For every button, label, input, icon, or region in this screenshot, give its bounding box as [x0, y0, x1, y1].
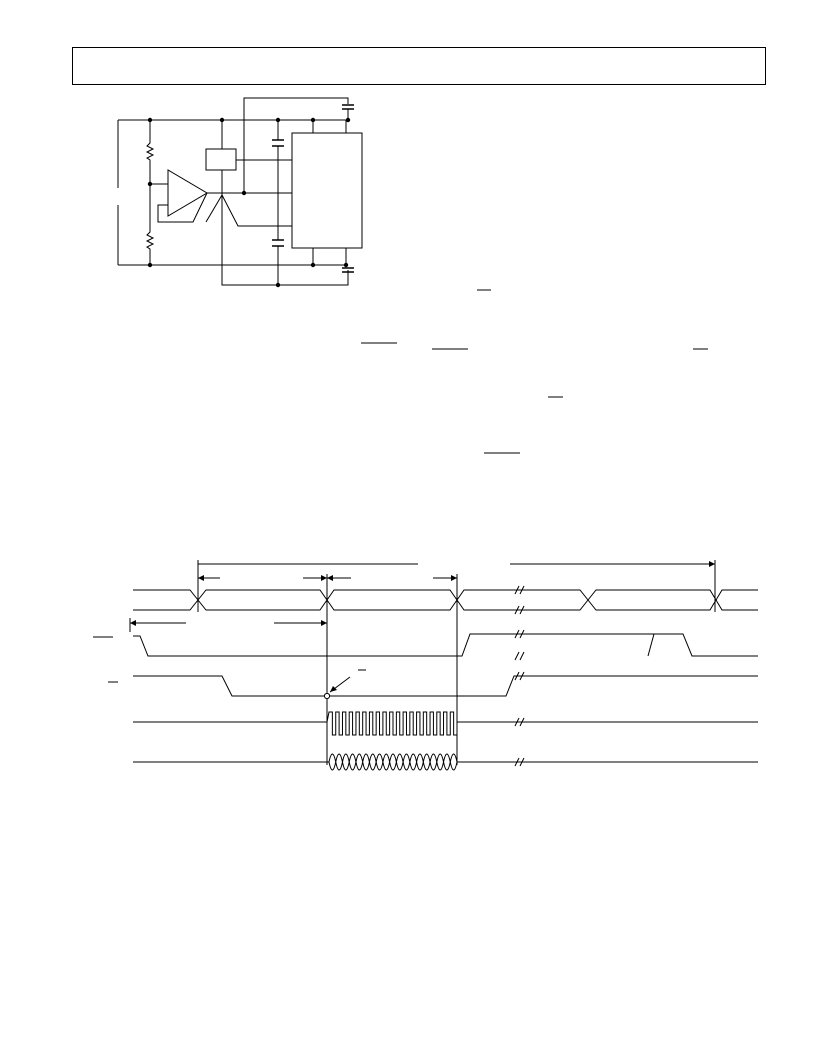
sample-point-marker [323, 692, 331, 700]
arrowhead [198, 575, 204, 581]
node-dot [310, 262, 316, 268]
signal-row-2 [133, 633, 758, 657]
arrowhead [709, 561, 715, 567]
node-dot [310, 117, 316, 123]
signal-row-3 [133, 675, 758, 697]
arrowhead [330, 686, 337, 692]
node-dot [147, 117, 153, 123]
clock-signal [133, 711, 758, 736]
top-loop-wire [243, 97, 349, 193]
reference-lines [326, 574, 458, 765]
break-mark [514, 757, 525, 767]
break-mark [514, 629, 525, 639]
dimension-line-top-right [510, 560, 716, 612]
node-dot [343, 262, 349, 268]
break-mark [514, 717, 525, 727]
break-marks [514, 585, 525, 767]
arrowhead [327, 575, 333, 581]
lower-loop-wire [221, 195, 349, 286]
opamp-feedback-wire [157, 192, 208, 223]
op-amp-symbol [167, 169, 208, 217]
divider-resistors [145, 120, 155, 265]
dimension-line-c [129, 618, 327, 632]
capacitor-mid-top [272, 139, 284, 147]
ic-block [291, 132, 363, 249]
dimension-line-top-left [197, 560, 418, 612]
arrowhead [451, 575, 457, 581]
capacitor-mid-bottom [272, 239, 284, 247]
node-dot [345, 117, 351, 123]
page-header-box [72, 47, 766, 85]
capacitor-bottom [342, 267, 354, 273]
data-signal [133, 753, 758, 771]
break-mark [514, 651, 525, 661]
arrowhead [321, 620, 327, 626]
diagonal-wire-b [205, 194, 223, 223]
break-mark [514, 671, 525, 681]
ic-bottom-pins [312, 248, 347, 265]
arrowhead [321, 575, 327, 581]
break-mark [514, 585, 525, 595]
node-dot [219, 117, 225, 123]
node-dot [275, 282, 281, 288]
break-mark [514, 605, 525, 615]
node-dot [275, 117, 281, 123]
diagonal-wire-a [221, 194, 292, 227]
arrowhead [130, 620, 136, 626]
node-dot [147, 262, 153, 268]
bus-signal-bottom [133, 599, 758, 611]
bus-signal-top [133, 589, 758, 601]
